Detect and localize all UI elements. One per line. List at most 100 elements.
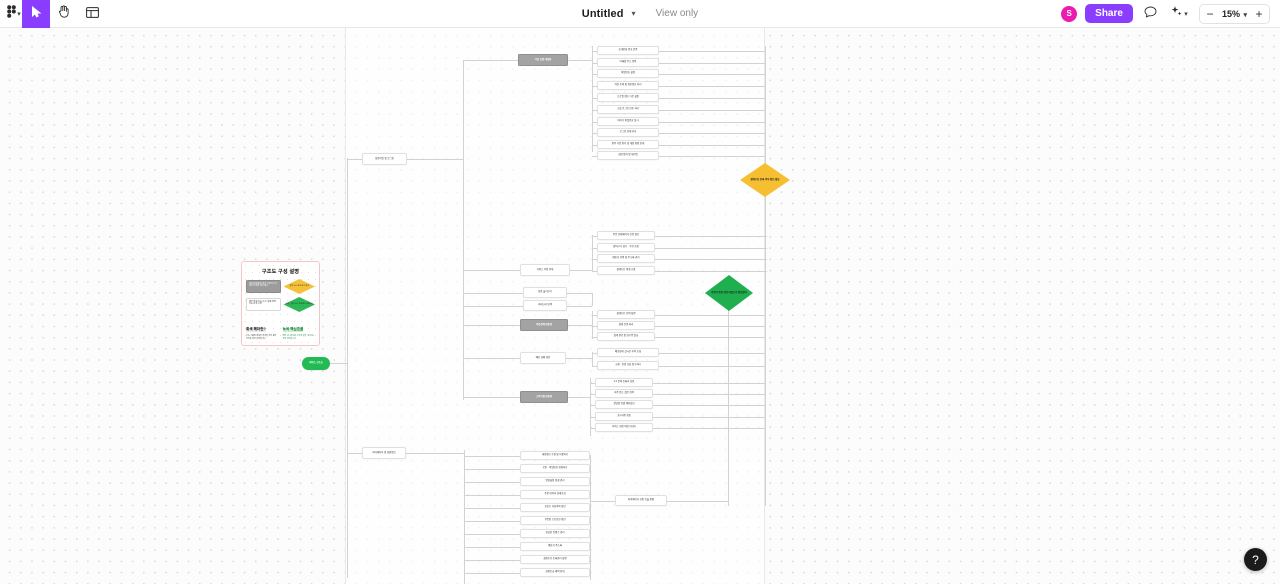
mindmap-child-node[interactable]: 결제수단 등록관리 화면 xyxy=(520,555,590,564)
mindmap-child-node[interactable]: 1:1 문의 등록과 답변 xyxy=(595,378,653,387)
legend-yellow-diamond: 결정 노드 조건 분기 처리 xyxy=(283,279,315,294)
zoom-level-value[interactable]: 15% ▾ xyxy=(1220,9,1249,19)
mindmap-node-mypage[interactable]: 마이페이지 및 회원정보 xyxy=(362,447,406,459)
mindmap-node-browse[interactable]: 상품 둘러보기 xyxy=(523,287,567,298)
mindmap-child-node[interactable]: 이메일 주소 입력 xyxy=(597,58,659,67)
connector xyxy=(592,325,597,327)
mindmap-child-node[interactable]: 결제 진행 처리 xyxy=(597,321,655,330)
mindmap-child-node[interactable]: 배송지 주소록 xyxy=(520,542,590,551)
mindmap-child-node[interactable]: 회원 탈퇴 및 재가입 xyxy=(597,151,659,160)
comment-button[interactable] xyxy=(1141,4,1161,24)
mindmap-child-node[interactable]: 배송지 선택 및 주소록 관리 xyxy=(597,254,655,263)
mindmap-child-node[interactable]: 결제수단 변경 흐름 xyxy=(597,266,655,275)
legend-footnotes: 회색 헤더란? 기능 그룹의 대분류 머리말 하위 세부 항목을 묶어 설명합니… xyxy=(246,317,315,341)
move-tool-button[interactable] xyxy=(22,0,50,28)
mindmap-child-node[interactable]: 교환 · 반품 신청 접수처리 xyxy=(597,361,659,370)
connector xyxy=(592,109,597,111)
mindmap-child-node[interactable]: 포인트 혁상이력 확인 xyxy=(520,503,590,512)
mindmap-child-node[interactable]: 상담원 연결 채팅상담 xyxy=(595,400,653,409)
connector xyxy=(659,352,765,354)
connector xyxy=(464,481,520,483)
zoom-control: − 15% ▾ + xyxy=(1198,3,1270,24)
mindmap-header-node-order[interactable]: 주문결제 대분류 xyxy=(520,319,568,331)
connector xyxy=(464,494,520,496)
canvas[interactable]: 구조도 구성 설명 대분류(대제목) 영역 사용자 시나리오 단위의 상위 메뉴… xyxy=(0,28,1280,584)
connector xyxy=(592,352,597,354)
mindmap-child-node[interactable]: 약관 동의 및 개인정보 처리 xyxy=(597,81,659,90)
connector xyxy=(655,258,767,260)
mindmap-child-node[interactable]: 로그인 상태 유지 xyxy=(597,128,659,137)
mindmap-header-node-support[interactable]: 고객지원 대분류 xyxy=(520,391,568,403)
mindmap-child-node[interactable]: 결제 완료 및 영수증 발급 xyxy=(597,332,655,341)
mindmap-child-node[interactable]: 배송상태 실시간 추적 조회 xyxy=(597,348,659,357)
mindmap-child-node[interactable]: 회원등급 혜택 안내 xyxy=(520,568,590,577)
legend-card[interactable]: 구조도 구성 설명 대분류(대제목) 영역 사용자 시나리오 단위의 상위 메뉴… xyxy=(241,261,320,346)
connector xyxy=(592,293,593,306)
connector xyxy=(653,416,765,418)
connector xyxy=(590,393,595,395)
actions-button[interactable]: ▾ xyxy=(1169,4,1189,24)
mindmap-node-signup[interactable]: 회원가입 및 로그인 xyxy=(362,153,407,165)
connector xyxy=(406,453,464,454)
panels-tool-button[interactable] xyxy=(78,0,106,28)
mindmap-child-node[interactable]: 장바구니 담기 · 수량 조정 xyxy=(597,243,655,252)
mindmap-node-service-guide[interactable]: 서비스 이용 안내 xyxy=(520,264,570,276)
mindmap-node-category[interactable]: 카테고리 탐색 xyxy=(523,300,567,311)
mindmap-child-node[interactable]: 천금된 컨텐츠 관리 xyxy=(520,529,590,538)
connector xyxy=(464,507,520,509)
mindmap-child-node[interactable]: 중복 가입 방지 및 계정 통합 안내 xyxy=(597,140,659,149)
connector xyxy=(590,501,615,502)
mindmap-node-mypage-common[interactable]: 마이페이지 공통 모듈 통합 xyxy=(615,495,667,506)
mindmap-node-delivery[interactable]: 배송 현황 확인 xyxy=(520,352,566,364)
avatar[interactable]: S xyxy=(1061,5,1078,22)
mindmap-child-node[interactable]: 알림설정 변경 관리 xyxy=(520,477,590,486)
legend-footnote-heading: 녹색 핵심흐름 xyxy=(282,327,304,332)
connector xyxy=(659,155,765,157)
mindmap-child-node[interactable]: 주문 상세페이지 진입 경로 xyxy=(597,231,655,240)
connector xyxy=(592,314,597,316)
connector xyxy=(592,97,597,99)
mindmap-root-node[interactable]: 서비스 구조도 xyxy=(302,357,330,370)
mindmap-child-node[interactable]: 프로필 정보 기본 설정 xyxy=(597,93,659,102)
connector xyxy=(659,73,765,75)
mindmap-child-node[interactable]: 휴대전화 번호 인증 xyxy=(597,46,659,55)
toolbar-right-tools: S Share ▾ − 15% ▾ + xyxy=(1061,3,1280,24)
mindmap-child-node[interactable]: 보안 · 비밀번호 변경하기 xyxy=(520,464,590,473)
mindmap-header-node[interactable]: 가입 흐름 대분류 xyxy=(518,54,568,66)
legend-footnote-body: 기능 그룹의 대분류 머리말 하위 세부 항목을 묶어 설명합니다 xyxy=(246,335,277,340)
mindmap-child-node[interactable]: 비밀번호 설정 xyxy=(597,69,659,78)
connector xyxy=(592,85,597,87)
connector xyxy=(464,468,520,470)
figjam-menu-button[interactable]: ▾ xyxy=(0,0,22,28)
share-button[interactable]: Share xyxy=(1085,4,1133,23)
mindmap-child-node[interactable]: 아이디 비밀번호 찾기 xyxy=(597,117,659,126)
mindmap-child-node[interactable]: 자주 묻는 질문 검색 xyxy=(595,389,653,398)
mindmap-child-node[interactable]: 서비스 개선 의견 보내기 xyxy=(595,423,653,432)
document-title: Untitled xyxy=(581,7,624,20)
connector xyxy=(592,73,597,75)
mindmap-child-node[interactable]: 개인정보 수정 및 저장하기 xyxy=(520,451,590,460)
connector xyxy=(655,314,765,316)
connector xyxy=(567,306,592,307)
connector xyxy=(592,62,597,64)
hand-tool-button[interactable] xyxy=(50,0,78,28)
legend-row: 대분류(대제목) 영역 사용자 시나리오 단위의 상위 메뉴 결정 노드 조건 … xyxy=(246,279,315,294)
mindmap-child-node[interactable]: 소셜 로그인 연동 처리 xyxy=(597,105,659,114)
help-button[interactable]: ? xyxy=(1244,548,1267,571)
chevron-down-icon[interactable]: ▾ xyxy=(631,9,636,18)
connector xyxy=(464,455,520,457)
mindmap-child-node[interactable]: 결제수단 선택 화면 xyxy=(597,310,655,319)
connector xyxy=(659,109,765,111)
connector xyxy=(653,404,765,406)
zoom-out-button[interactable]: − xyxy=(1206,6,1214,21)
mindmap-child-node[interactable]: 공지사항 확인 xyxy=(595,412,653,421)
connector xyxy=(347,159,362,160)
legend-footnote: 녹색 핵심흐름 메인 시나리오의 시작과 끝을 나타내는 핵심 경로입니다 xyxy=(282,317,316,341)
connector xyxy=(568,325,592,326)
mindmap-child-node[interactable]: 주문 내역과 상세조회 xyxy=(520,490,590,499)
zoom-in-button[interactable]: + xyxy=(1255,6,1263,21)
legend-footnote: 회색 헤더란? 기능 그룹의 대분류 머리말 하위 세부 항목을 묶어 설명합니… xyxy=(246,317,279,341)
mindmap-child-node[interactable]: 쿠폰함 프로모션 확인 xyxy=(520,516,590,525)
connector xyxy=(590,404,595,406)
legend-footnote-body: 메인 시나리오의 시작과 끝을 나타내는 핵심 경로입니다 xyxy=(282,335,315,340)
